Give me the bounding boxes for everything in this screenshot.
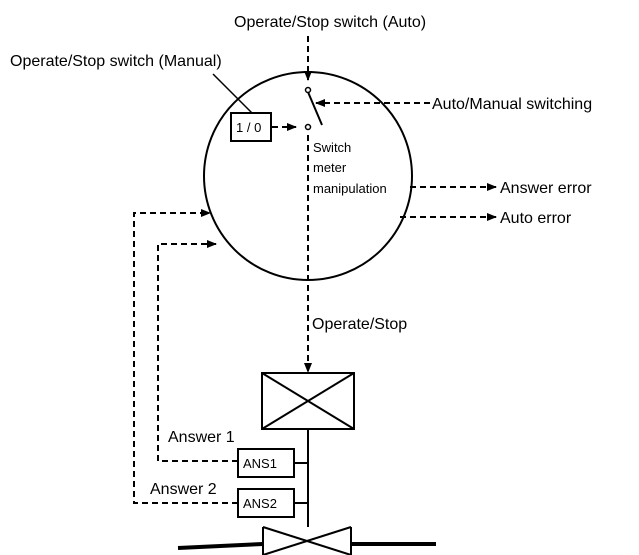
manual-switch-label: Operate/Stop switch (Manual) xyxy=(10,53,222,70)
meter-label-1: Switch xyxy=(313,140,351,155)
answer2-feedback-line xyxy=(133,209,238,504)
pipe-left xyxy=(177,542,264,550)
answer1-feedback-line xyxy=(157,240,238,462)
ans1-box-label: ANS1 xyxy=(243,456,277,471)
answer-error-label: Answer error xyxy=(500,180,592,197)
valve-body-2 xyxy=(262,526,352,555)
auto-error-label: Auto error xyxy=(500,210,572,227)
manual-leader-line xyxy=(212,73,253,114)
meter-label-3: manipulation xyxy=(313,181,387,196)
actuator-x2 xyxy=(261,372,355,430)
manual-box-label: 1 / 0 xyxy=(236,120,261,135)
auto-switch-label: Operate/Stop switch (Auto) xyxy=(234,14,426,31)
manual-switch-box xyxy=(230,112,272,142)
answer2-label: Answer 2 xyxy=(150,481,217,498)
ans2-box-label: ANS2 xyxy=(243,496,277,511)
switch-contact-top xyxy=(304,86,312,94)
meter-label-2: meter xyxy=(313,160,347,175)
switch-blade xyxy=(307,91,323,126)
operate-stop-label: Operate/Stop xyxy=(312,316,407,333)
auto-manual-label: Auto/Manual switching xyxy=(432,96,592,113)
switch-contact-bottom xyxy=(304,123,312,131)
answer1-label: Answer 1 xyxy=(168,429,235,446)
